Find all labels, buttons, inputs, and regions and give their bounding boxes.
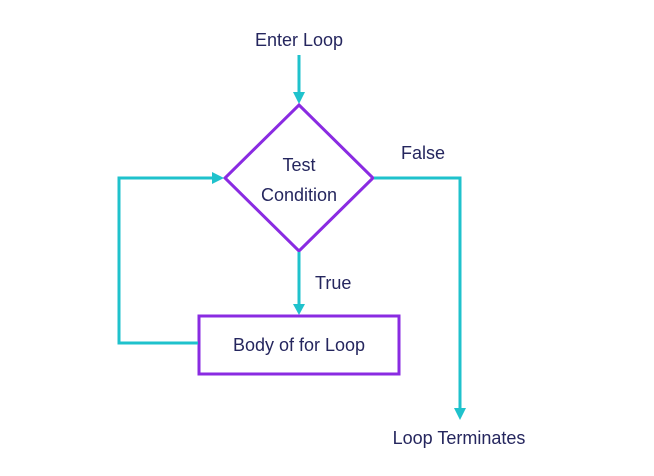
true-arrow: [293, 252, 305, 315]
true-label: True: [315, 273, 352, 293]
body-box: [197, 314, 401, 376]
decision-label-line2: Condition: [260, 185, 338, 205]
body-label: Body of for Loop: [232, 335, 366, 355]
entry-arrow: [293, 55, 305, 104]
false-label: False: [401, 143, 446, 163]
decision-label-line1: Test: [282, 155, 316, 175]
decision-label: Test Condition: [261, 150, 337, 210]
loop-back-arrow: [117, 172, 224, 345]
false-arrow: [374, 176, 466, 420]
exit-label: Loop Terminates: [392, 428, 526, 448]
decision-diamond: [222, 102, 376, 254]
entry-label: Enter Loop: [254, 30, 344, 50]
